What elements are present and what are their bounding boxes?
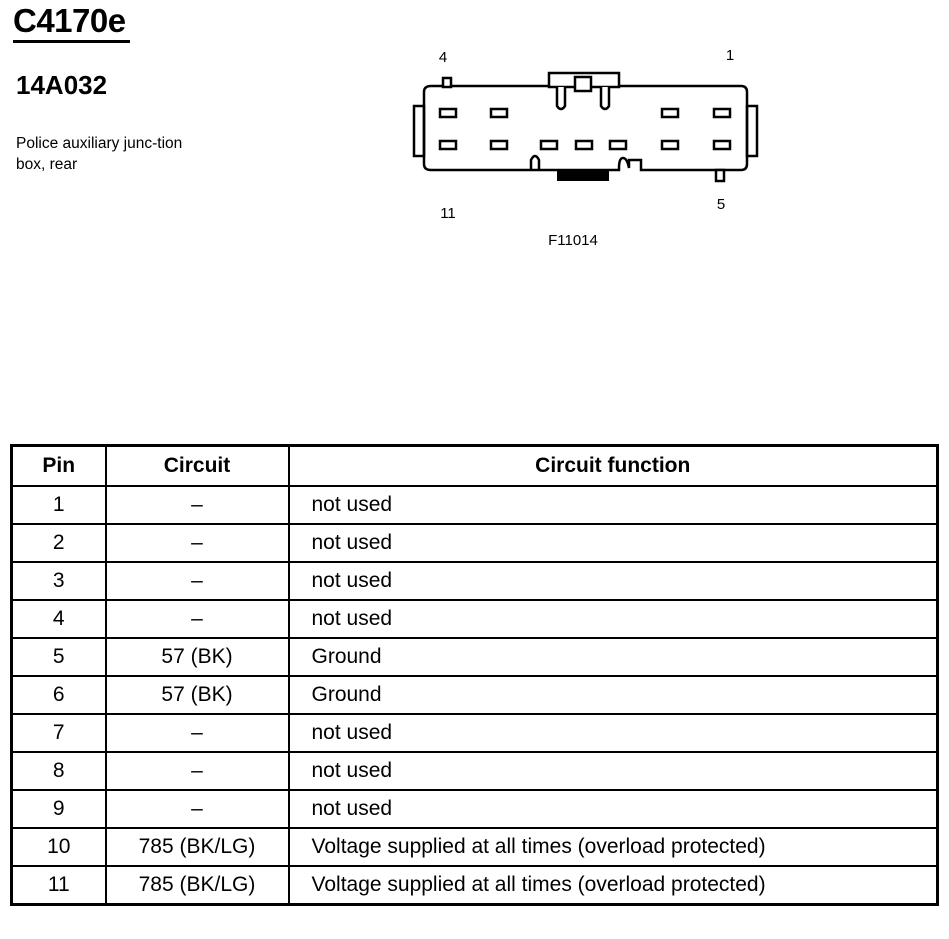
header-pin: Pin xyxy=(10,444,107,487)
table-row: 2–not used xyxy=(10,523,939,563)
pin-cell: 6 xyxy=(10,675,107,715)
header-circuit-function: Circuit function xyxy=(287,444,939,487)
right-latch xyxy=(745,104,759,158)
connector-face-diagram: 4 1 11 5 F11014 xyxy=(412,47,759,249)
function-cell: not used xyxy=(287,789,939,829)
circuit-cell: 57 (BK) xyxy=(104,637,290,677)
description-text: Police auxiliary junc-tion box, rear xyxy=(16,135,183,173)
table-row: 9–not used xyxy=(10,789,939,829)
pin-cell: 10 xyxy=(10,827,107,867)
pin-cell: 8 xyxy=(10,751,107,791)
function-cell: Voltage supplied at all times (overload … xyxy=(287,865,939,906)
circuit-cell: 785 (BK/LG) xyxy=(104,865,290,906)
circuit-cell: – xyxy=(104,751,290,791)
pin-cell: 9 xyxy=(10,789,107,829)
left-latch xyxy=(412,104,426,158)
figure-id: F11014 xyxy=(548,232,598,249)
function-cell: not used xyxy=(287,485,939,525)
function-cell: not used xyxy=(287,561,939,601)
pin-cell: 11 xyxy=(10,865,107,906)
pin-cell: 3 xyxy=(10,561,107,601)
function-cell: not used xyxy=(287,713,939,753)
pin-label-4: 4 xyxy=(439,49,447,66)
pin-cell: 7 xyxy=(10,713,107,753)
cavity-row-bottom xyxy=(438,139,732,151)
function-cell: Ground xyxy=(287,675,939,715)
pin-label-5: 5 xyxy=(717,196,725,213)
table-row: 7–not used xyxy=(10,713,939,753)
table-header-row: Pin Circuit Circuit function xyxy=(10,444,939,487)
function-cell: not used xyxy=(287,523,939,563)
pin-label-11: 11 xyxy=(440,205,456,222)
pin-cell: 5 xyxy=(10,637,107,677)
circuit-cell: – xyxy=(104,713,290,753)
pin-label-1: 1 xyxy=(726,47,734,64)
circuit-cell: 785 (BK/LG) xyxy=(104,827,290,867)
circuit-cell: – xyxy=(104,523,290,563)
pin-4-key xyxy=(441,76,453,89)
header-circuit: Circuit xyxy=(104,444,290,487)
connector-description: Police auxiliary junc-tion box, rear xyxy=(16,133,196,175)
circuit-cell: – xyxy=(104,599,290,639)
table-row: 1–not used xyxy=(10,485,939,525)
pin-cell: 2 xyxy=(10,523,107,563)
table-row: 4–not used xyxy=(10,599,939,639)
function-cell: Voltage supplied at all times (overload … xyxy=(287,827,939,867)
connector-body xyxy=(422,84,749,172)
cavity-row-top xyxy=(438,107,732,119)
circuit-cell: – xyxy=(104,789,290,829)
function-cell: Ground xyxy=(287,637,939,677)
table-row: 3–not used xyxy=(10,561,939,601)
table-row: 8–not used xyxy=(10,751,939,791)
part-number: 14A032 xyxy=(16,70,108,100)
pin-5-key xyxy=(714,168,726,183)
function-cell: not used xyxy=(287,751,939,791)
pin-cell: 1 xyxy=(10,485,107,525)
circuit-cell: – xyxy=(104,561,290,601)
circuit-cell: – xyxy=(104,485,290,525)
bottom-rib xyxy=(557,171,609,181)
circuit-cell: 57 (BK) xyxy=(104,675,290,715)
pin-cell: 4 xyxy=(10,599,107,639)
connector-id: C4170e xyxy=(13,2,130,43)
function-cell: not used xyxy=(287,599,939,639)
